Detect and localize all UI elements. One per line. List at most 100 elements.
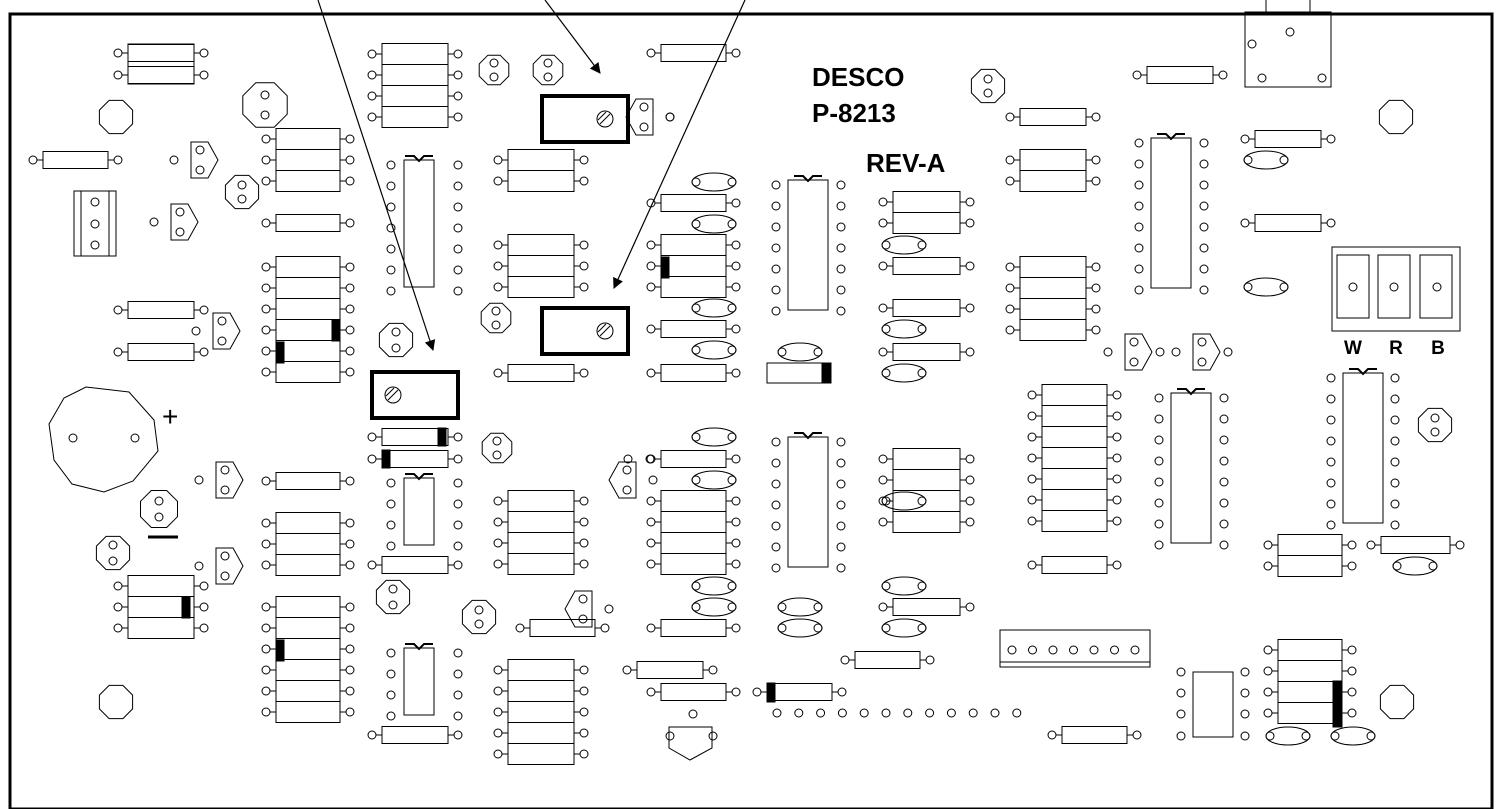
ceramic-capacitor [881,618,927,638]
resistor [381,450,449,468]
octagon-pad [224,174,260,210]
resistor [1019,108,1087,126]
transistor [190,141,219,179]
resistor [892,257,961,275]
transistor [215,461,244,499]
resistor [1380,536,1451,554]
octagon-pad [98,99,134,135]
diode-band [331,319,341,342]
resistor [1041,556,1108,574]
ic-chip [403,159,435,288]
resistor [892,343,961,361]
octagon-pad [1378,99,1414,135]
octagon-pad [140,490,178,528]
ceramic-capacitor [881,363,927,383]
resistor [275,472,341,490]
transistor [1124,333,1153,371]
ceramic-capacitor [1243,150,1289,170]
resistor-array [275,512,341,576]
octagon-pad [378,322,414,358]
ceramic-capacitor [691,470,737,490]
diode [766,362,832,384]
resistor [854,651,921,669]
transistor [215,547,244,585]
terminal-block [1331,246,1461,332]
polarity-negative: — [148,519,178,552]
diode-band [181,596,191,619]
ic-chip [403,477,435,546]
octagon-pad [532,54,564,86]
board-part-number: P-8213 [812,98,896,128]
terminal-label-r: R [1389,338,1403,359]
trimpot-2 [540,306,630,356]
diode-band [766,682,776,703]
resistor [660,320,727,338]
resistor [660,44,727,62]
ceramic-capacitor [1243,277,1289,297]
octagon-pad [970,68,1006,104]
top-connector [1244,0,1332,88]
polarity-positive: + [162,401,178,432]
resistor [275,214,341,232]
diode-band [275,639,285,662]
ceramic-capacitor [691,340,737,360]
callout-arrows [317,0,746,352]
ceramic-capacitor [691,214,737,234]
transistor [564,590,593,628]
electrolytic-capacitor [48,386,159,493]
arrow-to-trimpot-1 [544,0,601,74]
ceramic-capacitor [1392,556,1438,576]
ceramic-capacitor [1265,726,1311,746]
resistor [660,450,727,468]
ceramic-capacitor [777,342,823,362]
resistor [1146,66,1214,84]
resistor-array [660,234,727,298]
resistor [127,44,195,62]
resistor [660,619,727,637]
resistor [507,364,575,382]
diode-band [381,449,391,469]
resistor [892,598,961,616]
diode-band [437,427,447,447]
resistor [892,299,961,317]
octagon-pad [1379,684,1415,720]
ceramic-capacitor [1330,726,1376,746]
resistor-array [1041,384,1108,532]
resistor [127,343,195,361]
resistor-array [507,659,575,765]
ceramic-capacitor [691,597,737,617]
arrow-to-trimpot-3 [317,0,436,352]
resistor [1254,130,1322,148]
transistor [668,726,713,761]
diode-band [821,362,832,384]
trimpot-1 [540,94,630,144]
board-maker-label: DESCO [812,62,904,92]
resistor [660,364,727,382]
resistor [660,683,727,701]
resistor [381,726,449,744]
octagon-pad [98,684,134,720]
terminal-label-w: W [1344,338,1362,359]
terminal-label-b: B [1431,338,1445,359]
ic-chip [1170,392,1212,544]
transistor [170,203,199,241]
ceramic-capacitor [691,576,737,596]
ceramic-capacitor [777,597,823,617]
resistor [766,683,833,701]
resistor [42,151,109,169]
component-artwork [28,43,1465,765]
octagon-pad [1417,407,1453,443]
arrow-to-trimpot-2 [613,0,746,289]
diode-band [1332,680,1343,728]
header-connector [999,629,1151,668]
ic-chip [403,647,435,716]
resistor [1254,214,1322,232]
octagon-pad [461,599,497,635]
octagon-pad [480,302,512,334]
resistor [660,194,727,212]
resistor [127,43,195,85]
octagon-pad [481,432,513,464]
ic-chip [787,179,829,311]
ic-chip [1150,137,1192,289]
